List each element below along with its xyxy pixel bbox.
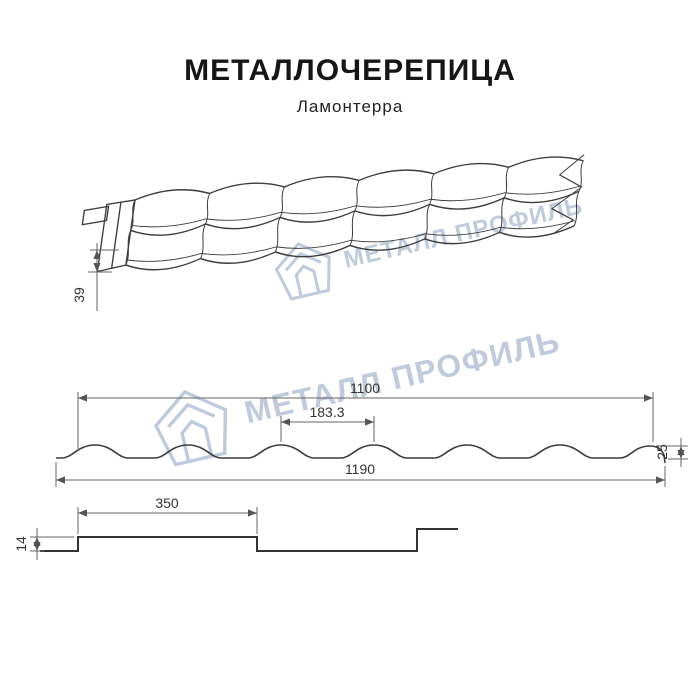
dim-350-group xyxy=(77,507,258,534)
house-logo-icon xyxy=(274,242,331,301)
tile-row-edge-2 xyxy=(125,225,575,271)
dim-label-14: 14 xyxy=(13,536,29,552)
tile-step-line-1 xyxy=(131,185,580,228)
dim-label-25: 25 xyxy=(654,444,670,460)
dim-14-group xyxy=(30,528,74,560)
watermark-text: МЕТАЛЛ ПРОФИЛЬ xyxy=(341,192,585,273)
mounting-tab xyxy=(81,205,110,226)
sheet-top-edge xyxy=(134,156,584,201)
dim-label-183: 183.3 xyxy=(309,404,344,420)
page-title: МЕТАЛЛОЧЕРЕПИЦА xyxy=(184,54,516,87)
dim-39-group xyxy=(88,243,119,311)
dim-25-group xyxy=(656,438,688,467)
eave-strip xyxy=(96,199,136,273)
dim-183-group xyxy=(280,416,375,442)
tile-step-line-2 xyxy=(126,220,575,262)
step-profile xyxy=(40,528,458,552)
watermark-text: МЕТАЛЛ ПРОФИЛЬ xyxy=(241,323,564,431)
dim-label-1100: 1100 xyxy=(350,380,380,396)
dim-label-39: 39 xyxy=(71,287,87,303)
dim-label-350: 350 xyxy=(155,495,179,511)
profile-cross-section xyxy=(56,444,666,464)
page-subtitle: Ламонтерра xyxy=(296,97,404,116)
dim-label-1190: 1190 xyxy=(345,461,375,477)
dim-1100-group xyxy=(77,392,654,450)
perspective-view xyxy=(81,154,585,273)
break-line xyxy=(550,154,585,235)
dim-1190-group xyxy=(55,462,666,487)
house-logo-icon xyxy=(153,389,228,467)
